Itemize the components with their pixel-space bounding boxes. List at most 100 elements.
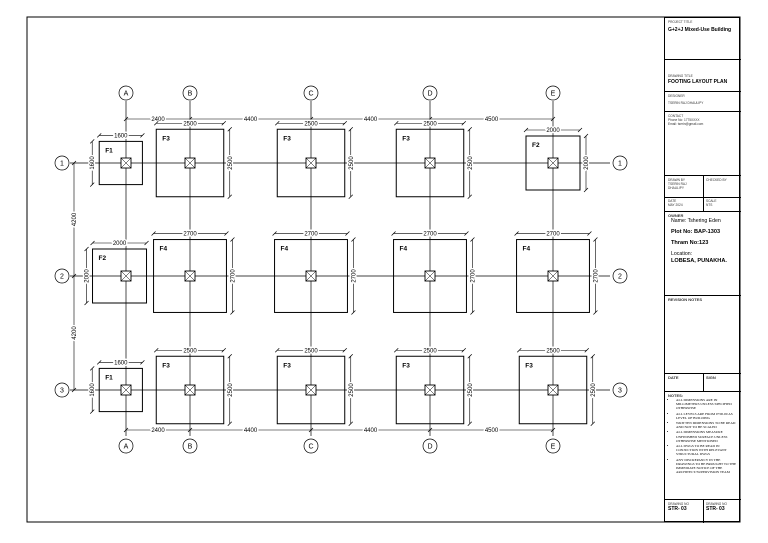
footing-A1-depth-label: 1600: [90, 156, 96, 170]
grid-label-B-top: B: [188, 91, 193, 98]
dimension-tick: [342, 348, 347, 353]
grid-bubble-1-right: [612, 155, 628, 171]
dimension-tick: [593, 237, 598, 242]
grid-label-3-right: 3: [618, 388, 622, 395]
footing-B3: [155, 355, 225, 425]
grid-bubble-3-left: [54, 382, 70, 398]
grid-label-1-left: 1: [60, 161, 64, 168]
footing-D3-width-label: 2500: [423, 348, 437, 354]
note-item: ALL DIMENSIONS ARE IN MILLIMETERS UNLESS…: [676, 398, 738, 411]
dimension-tick: [221, 348, 226, 353]
footing-D2: [393, 239, 467, 313]
dimension-tick: [523, 127, 529, 133]
contact-cell: CONTACT Phone No: 1775XXXX Email: tserin…: [665, 112, 741, 176]
grid-label-A-bottom: A: [124, 444, 129, 451]
footing-E2-depth-label: 2700: [593, 269, 599, 283]
sheet-no: STR- 03: [706, 506, 725, 512]
scale-label: SCALE: [706, 199, 717, 203]
dimension-tick: [71, 273, 77, 279]
footing-E2: [516, 239, 590, 313]
dimension-tick: [154, 121, 159, 126]
grid-label-2-right: 2: [618, 274, 622, 281]
footing-D2-column-cross: [424, 270, 436, 282]
grid-label-1-right: 1: [618, 161, 622, 168]
footing-E1-width-label: 2000: [546, 128, 560, 134]
dimension-tick: [590, 354, 595, 359]
footing-A3-column-cross: [120, 384, 132, 396]
drawn-checked-cell: DRAWN BY TSERIN RAJ DHAULIPY CHECKED BY: [665, 176, 741, 198]
footing-A1-column-cross: [120, 157, 132, 169]
footing-C3-width-label: 2500: [304, 348, 318, 354]
dimension-tick: [96, 360, 102, 365]
dimension-tick: [140, 133, 145, 138]
grid-label-2-left: 2: [60, 274, 64, 281]
footing-A1-width-label: 1600: [114, 133, 128, 139]
footing-D3-column-cross: [424, 384, 436, 396]
revision-date-label: DATE: [668, 375, 679, 380]
date-label: DATE: [668, 199, 677, 203]
grid-label-D-bottom: D: [427, 444, 432, 451]
grid-bubble-E-bottom: [545, 438, 561, 454]
dimension-tick: [394, 348, 399, 353]
dimension-tick: [394, 121, 399, 126]
location-value: LOBESA, PUNAKHA.: [671, 258, 727, 264]
date-value: MAY 2024: [668, 203, 683, 207]
dimension-tick: [348, 127, 353, 132]
dimension-tick: [227, 127, 232, 132]
footing-B2: [153, 239, 227, 313]
notes-list: ALL DIMENSIONS ARE IN MILLIMETERS UNLESS…: [668, 398, 738, 474]
footing-A1: [98, 140, 143, 186]
dimension-tick: [84, 246, 89, 252]
grid-label-E-bottom: E: [551, 444, 556, 451]
column-spacing-label: 4500: [485, 117, 499, 123]
dimension-tick: [227, 354, 232, 359]
grid-bubble-1-left: [54, 155, 70, 171]
dimension-tick: [154, 348, 159, 353]
footing-B1-depth-label: 2500: [228, 156, 234, 170]
footing-A1-mark: F1: [105, 147, 113, 154]
grid-bubble-E-top: [545, 85, 561, 101]
footing-C3-depth-label: 2500: [349, 383, 355, 397]
column-spacing-label: 4500: [485, 428, 499, 434]
footing-B3-mark: F3: [162, 362, 170, 369]
revision-label: REVISION NOTES: [668, 297, 703, 302]
footing-A3-depth-label: 1600: [90, 383, 96, 397]
footing-E3-depth-label: 2500: [591, 383, 597, 397]
location-label: Location:: [671, 251, 693, 257]
footing-D1-column-cross: [424, 157, 436, 169]
designer-cell: DESIGNER TSERIN RAJ DHAULIPY: [665, 92, 741, 112]
project-title-label: PROJECT TITLE: [668, 20, 693, 24]
footing-C2-mark: F4: [281, 246, 289, 253]
dimension-tick: [461, 121, 466, 126]
grid-bubble-B-top: [182, 85, 198, 101]
dimension-tick: [427, 116, 433, 122]
column-spacing-label: 4400: [244, 117, 258, 123]
drawing-title: FOOTING LAYOUT PLAN: [668, 79, 728, 85]
footing-C1-width-label: 2500: [304, 121, 318, 127]
grid-bubble-2-right: [612, 268, 628, 284]
dimension-tick: [584, 348, 589, 353]
drawing-no-label: DRAWING NO: [668, 502, 689, 506]
footing-A2: [92, 248, 148, 304]
footing-E2-column-cross: [547, 270, 559, 282]
footing-C2-width-label: 2700: [304, 232, 318, 238]
grid-bubble-D-bottom: [422, 438, 438, 454]
contact-phone: Phone No: 1775XXXX: [668, 118, 700, 122]
grid-label-C-bottom: C: [308, 444, 313, 451]
scale-value: NTS: [706, 203, 713, 207]
dimension-tick: [89, 182, 95, 187]
dimension-tick: [144, 240, 149, 246]
footing-B1-column-cross: [184, 157, 196, 169]
thram-no: Thram No:123: [671, 240, 709, 246]
note-item: ALL DIMENSIONS MEASURE UNFINISHED SURFAC…: [676, 430, 738, 443]
footing-D2-depth-label: 2700: [470, 269, 476, 283]
footing-B3-depth-label: 2500: [228, 383, 234, 397]
dimension-tick: [467, 127, 472, 132]
footing-B2-width-label: 2700: [183, 232, 197, 238]
footing-E3-column-cross: [547, 384, 559, 396]
grid-label-C-top: C: [308, 91, 313, 98]
plot-no: Plot No: BAP-1303: [671, 229, 721, 235]
sheet-no-label: DRAWING NO: [706, 502, 727, 506]
notes-label: NOTES:: [668, 393, 684, 398]
dimension-tick: [89, 409, 95, 414]
